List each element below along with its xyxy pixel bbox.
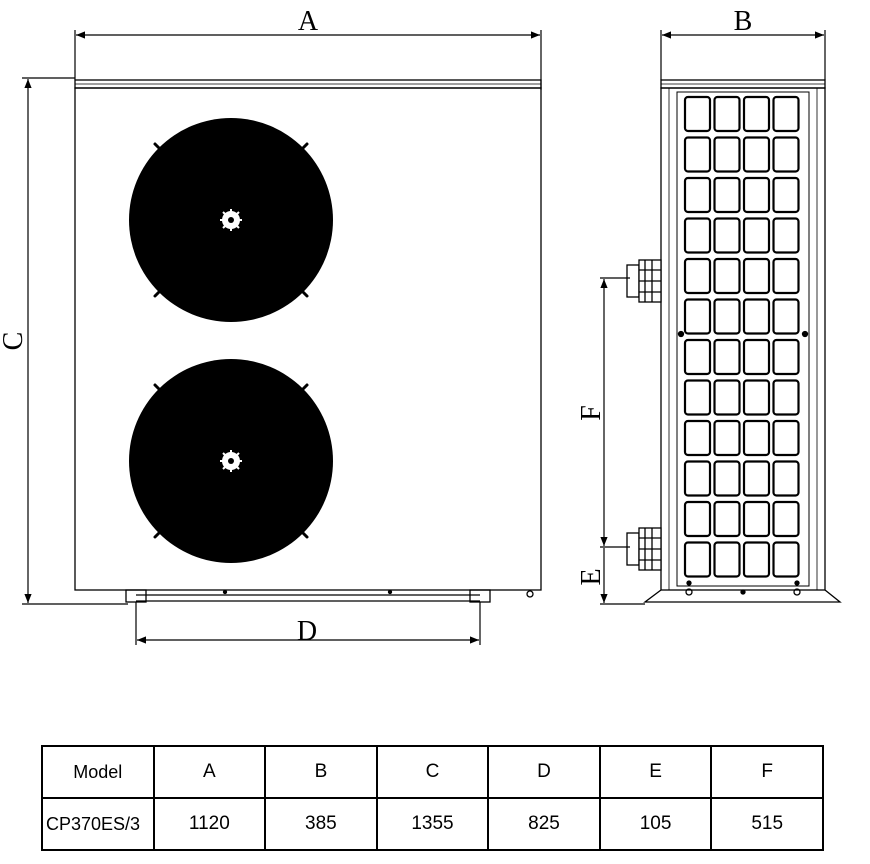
grille-cell xyxy=(772,257,800,295)
header-d: D xyxy=(487,745,601,799)
grille-cell xyxy=(772,176,800,214)
header-e: E xyxy=(598,745,713,799)
cell-model: CP370ES/3 xyxy=(41,797,155,851)
grille-cell xyxy=(742,419,771,457)
dimension-label-b: B xyxy=(734,6,753,37)
grille-cell xyxy=(742,176,771,214)
front-foot-right xyxy=(469,589,491,603)
grille-cell xyxy=(683,95,712,133)
spec-table-header-row: Model A B C D E F xyxy=(41,745,824,799)
front-body xyxy=(74,87,542,591)
header-f: F xyxy=(710,745,824,799)
dimension-label-c: C xyxy=(0,332,29,351)
dimension-c xyxy=(22,77,128,605)
grille-cell xyxy=(683,257,712,295)
cell-f: 515 xyxy=(710,797,824,851)
grille-cell xyxy=(713,95,741,133)
grille-cell xyxy=(772,338,800,376)
cell-a: 1120 xyxy=(152,797,267,851)
table-row: CP370ES/3 1120 385 1355 825 105 515 xyxy=(41,797,824,851)
grille-cell xyxy=(772,379,800,416)
grille-cell xyxy=(772,95,800,133)
grille-cell xyxy=(772,419,800,457)
grille-cell xyxy=(742,460,771,497)
grille-cell xyxy=(742,217,771,254)
water-inlet-connector xyxy=(626,527,662,571)
grille-cell xyxy=(742,541,771,578)
dimension-label-d: D xyxy=(297,616,317,647)
dimension-e xyxy=(600,548,645,605)
grille-cell xyxy=(713,176,741,214)
dimension-label-e: E xyxy=(576,568,607,585)
grille-cell xyxy=(713,379,741,416)
front-foot-left xyxy=(125,589,147,603)
header-model: Model xyxy=(41,745,155,799)
grille-cell xyxy=(742,379,771,416)
dimension-label-a: A xyxy=(298,6,319,37)
grille-cell xyxy=(772,298,800,335)
dimension-b xyxy=(660,30,826,80)
grille-cell xyxy=(772,217,800,254)
grille-cell xyxy=(713,541,741,578)
grille-cell xyxy=(742,298,771,335)
grille-cell xyxy=(683,541,712,578)
grille-cell xyxy=(772,136,800,173)
header-c: C xyxy=(375,745,490,799)
grille-cell xyxy=(683,176,712,214)
grille-cell xyxy=(683,500,712,538)
side-view xyxy=(643,79,842,603)
grille-cell xyxy=(742,338,771,376)
grille-cell xyxy=(713,136,741,173)
side-grille xyxy=(683,95,800,578)
grille-cell xyxy=(713,419,741,457)
grille-cell xyxy=(742,500,771,538)
cell-e: 105 xyxy=(598,797,713,851)
grille-cell xyxy=(683,379,712,416)
grille-cell xyxy=(683,460,712,497)
grille-cell xyxy=(683,419,712,457)
cell-b: 385 xyxy=(264,797,378,851)
grille-cell xyxy=(713,338,741,376)
grille-cell xyxy=(713,217,741,254)
grille-cell xyxy=(742,136,771,173)
grille-cell xyxy=(772,460,800,497)
grille-cell xyxy=(742,257,771,295)
grille-cell xyxy=(713,298,741,335)
grille-cell xyxy=(683,338,712,376)
side-base xyxy=(643,589,842,603)
dimension-f xyxy=(600,277,630,548)
grille-cell xyxy=(713,257,741,295)
grille-cell xyxy=(713,460,741,497)
grille-cell xyxy=(683,298,712,335)
fan-bottom xyxy=(129,359,333,563)
grille-cell xyxy=(683,136,712,173)
header-a: A xyxy=(152,745,267,799)
cell-c: 1355 xyxy=(375,797,490,851)
dimension-drawing: A C D xyxy=(0,6,842,647)
grille-cell xyxy=(742,95,771,133)
dimension-label-f: F xyxy=(576,405,607,421)
cell-d: 825 xyxy=(487,797,601,851)
grille-cell xyxy=(713,500,741,538)
front-view xyxy=(74,79,542,603)
grille-cell xyxy=(683,217,712,254)
grille-cell xyxy=(772,500,800,538)
dimension-d xyxy=(135,602,481,645)
header-b: B xyxy=(264,745,378,799)
grille-cell xyxy=(772,541,800,578)
fan-top xyxy=(129,118,333,322)
water-outlet-connector xyxy=(626,259,662,303)
spec-table: Model A B C D E F CP370ES/3 1120 385 135… xyxy=(41,745,824,851)
dimension-a xyxy=(74,30,542,90)
